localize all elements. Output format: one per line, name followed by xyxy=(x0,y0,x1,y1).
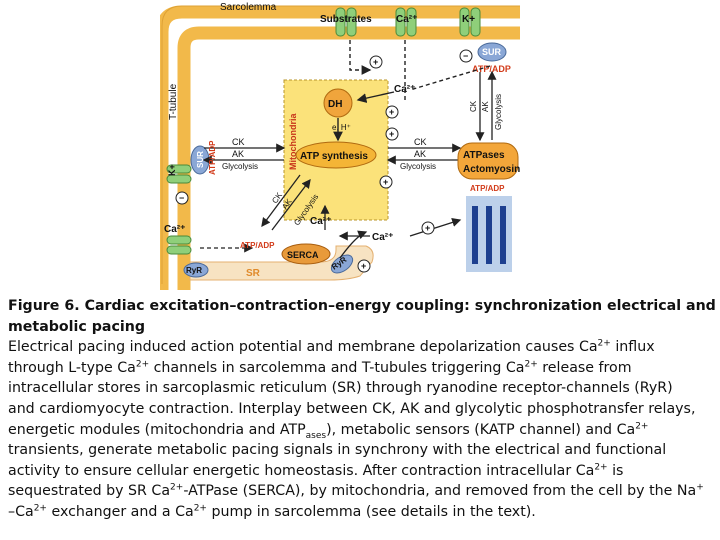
katp-channel-left xyxy=(166,145,210,184)
mitochondria-label: Mitochondria xyxy=(288,113,298,170)
atp-adp-top-label: ATP/ADP xyxy=(472,64,511,74)
sarcolemma-membrane xyxy=(160,5,520,290)
atpases-module xyxy=(457,142,519,180)
sarcoplasmic-reticulum xyxy=(189,245,374,281)
caption-line: activity to ensure cellular energetic ho… xyxy=(8,462,624,479)
svg-text:+: + xyxy=(383,177,388,187)
k-top-label: K+ xyxy=(462,14,475,25)
caption-line: through L-type Ca2+ channels in sarcolem… xyxy=(8,359,632,376)
cardiac-coupling-diagram: Sarcolemma T-tubule Substrates Ca²⁺ K+ S… xyxy=(160,2,520,290)
atp-synthesis-module xyxy=(295,141,377,169)
ryr-right xyxy=(330,254,354,274)
caption-line: energetic modules (mitochondria and ATPa… xyxy=(8,420,649,441)
glyc-vert-label: Glycolysis xyxy=(494,94,503,130)
svg-text:+: + xyxy=(425,223,430,233)
caption-title-line-1: Figure 6. Cardiac excitation–contraction… xyxy=(8,298,716,314)
ca-channel-left xyxy=(166,235,192,255)
sr-label: SR xyxy=(246,268,261,279)
ca-channel-top xyxy=(395,7,417,37)
atp-adp-right-label: ATP/ADP xyxy=(470,184,505,193)
dh-label: DH xyxy=(328,99,342,110)
caption-line: intracellular stores in sarcoplasmic ret… xyxy=(8,380,673,397)
minus-signs: − − xyxy=(175,49,473,205)
ak-left-label: AK xyxy=(232,149,244,159)
glyc-right-label: Glycolysis xyxy=(400,162,436,171)
atp-synthesis-label: ATP synthesis xyxy=(300,151,368,162)
plus-signs: + + + + + + xyxy=(357,55,435,273)
caption-line: and cardiomyocyte contraction. Interplay… xyxy=(8,400,696,417)
ryr-left xyxy=(183,262,209,278)
svg-text:+: + xyxy=(361,261,366,271)
ca-top-label: Ca²⁺ xyxy=(396,14,417,25)
actomyosin-label: Actomyosin xyxy=(463,164,520,175)
dh-module xyxy=(323,88,353,118)
k-left-label: K+ xyxy=(167,164,177,176)
atp-adp-left-label: ATP/ADP xyxy=(208,140,217,175)
caption-line: transients, generate metabolic pacing si… xyxy=(8,442,667,459)
katp-channel-top xyxy=(459,7,507,62)
svg-text:−: − xyxy=(179,193,184,203)
substrate-transporter xyxy=(335,7,357,37)
substrates-label: Substrates xyxy=(320,14,372,25)
svg-text:+: + xyxy=(389,129,394,139)
atp-adp-sr-label: ATP/ADP xyxy=(240,241,275,250)
figure-caption: Figure 6. Cardiac excitation–contraction… xyxy=(8,296,716,523)
ak-vert-label: AK xyxy=(481,101,490,112)
ca-left-label: Ca²⁺ xyxy=(164,224,185,235)
svg-text:−: − xyxy=(463,51,468,61)
caption-line: –Ca2+ exchanger and a Ca2+ pump in sarco… xyxy=(8,503,536,520)
serca-label: SERCA xyxy=(287,250,319,260)
ck-right-label: CK xyxy=(414,137,427,147)
svg-text:+: + xyxy=(389,107,394,117)
e-h-label: e, H⁺ xyxy=(332,123,351,132)
ck-vert-label: CK xyxy=(469,100,478,112)
caption-line: sequestrated by SR Ca2+-ATPase (SERCA), … xyxy=(8,482,704,500)
svg-text:+: + xyxy=(373,57,378,67)
caption-line: Electrical pacing induced action potenti… xyxy=(8,338,655,356)
myofilaments xyxy=(466,196,512,272)
ck-left-label: CK xyxy=(232,137,245,147)
ak-right-label: AK xyxy=(414,149,426,159)
sur-left-label: SUR xyxy=(196,151,205,168)
serca-pump xyxy=(281,243,331,265)
glyc-left-label: Glycolysis xyxy=(222,162,258,171)
ryr-left-label: RyR xyxy=(186,266,202,275)
atpases-label: ATPases xyxy=(463,150,505,161)
ca-center-label: Ca²⁺ xyxy=(372,232,393,243)
sarcolemma-label: Sarcolemma xyxy=(220,2,277,13)
caption-title-line-2: metabolic pacing xyxy=(8,318,145,335)
t-tubule-label: T-tubule xyxy=(168,83,179,120)
ca-mito-label: Ca²⁺ xyxy=(310,216,331,227)
sur-top-label: SUR xyxy=(482,47,502,57)
